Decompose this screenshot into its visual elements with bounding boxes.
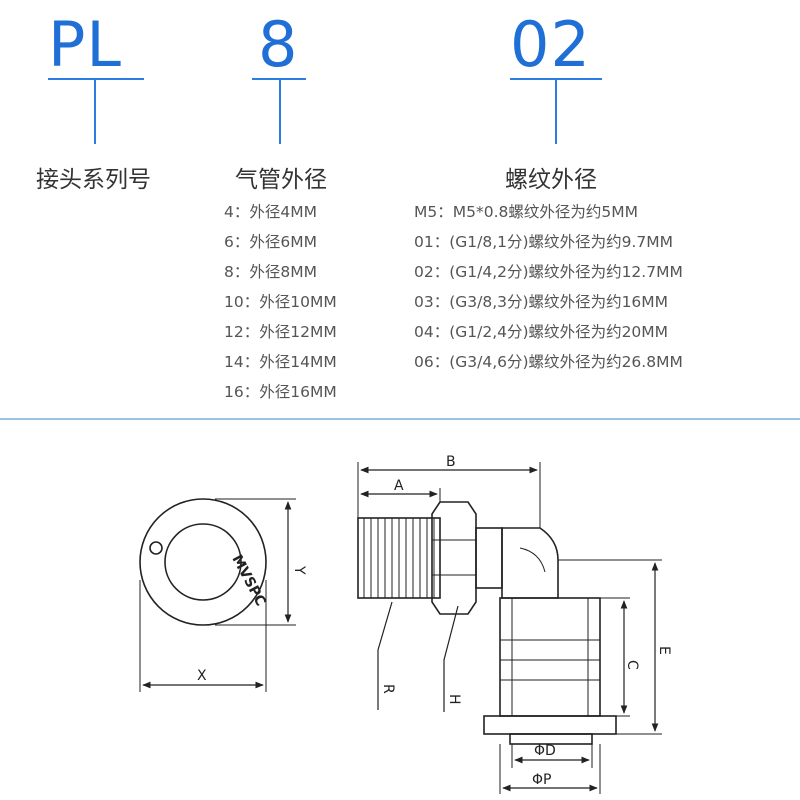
thread-size-item: 04：(G1/2,4分)螺纹外径为约20MM <box>414 323 669 341</box>
series-connector <box>94 80 96 144</box>
thread-size-list: M5：M5*0.8螺纹外径为约5MM 01：(G1/8,1分)螺纹外径为约9.7… <box>414 197 683 377</box>
neck <box>475 527 503 589</box>
tube-underline <box>252 78 306 80</box>
dim-y-label: Y <box>291 565 307 575</box>
dim-r-label: R <box>380 684 396 694</box>
dim-x-label: X <box>197 668 207 684</box>
hex-nut <box>431 501 477 615</box>
thread-size-item: 06：(G3/4,6分)螺纹外径为约26.8MM <box>414 353 683 371</box>
dim-a-label: A <box>394 478 404 494</box>
dim-d-label: ΦD <box>534 743 556 759</box>
side-view <box>357 462 662 794</box>
thread-lines <box>363 518 435 598</box>
thread-connector <box>555 80 557 144</box>
r-leader <box>377 601 393 710</box>
tube-stub <box>509 733 593 745</box>
thread-size-item: 02：(G1/4,2分)螺纹外径为约12.7MM <box>414 263 683 281</box>
tube-size-item: 16：外径16MM <box>224 383 337 401</box>
tube-size-item: 6：外径6MM <box>224 233 317 251</box>
front-outer-circle <box>139 498 267 626</box>
tube-size-item: 4：外径4MM <box>224 203 317 221</box>
thread-size-item: M5：M5*0.8螺纹外径为约5MM <box>414 203 638 221</box>
tube-code: 8 <box>258 8 299 81</box>
series-code: PL <box>48 8 122 81</box>
collet-sleeve <box>499 597 601 717</box>
thread-underline <box>510 78 602 80</box>
front-hole <box>149 541 163 555</box>
release-ring <box>483 715 617 735</box>
series-underline <box>48 78 144 80</box>
tube-size-list: 4：外径4MM 6：外径6MM 8：外径8MM 10：外径10MM 12：外径1… <box>224 197 337 407</box>
dim-h-label: H <box>446 694 462 705</box>
thread-code: 02 <box>510 8 591 81</box>
dim-b-label: B <box>446 454 456 470</box>
tube-size-item: 14：外径14MM <box>224 353 337 371</box>
dim-e-label: E <box>656 646 672 655</box>
dim-c-label: C <box>624 660 640 670</box>
section-separator <box>0 418 800 420</box>
thread-size-item: 03：(G3/8,3分)螺纹外径为约16MM <box>414 293 669 311</box>
h-leader <box>443 605 459 712</box>
dim-p-label: ΦP <box>532 772 551 788</box>
front-bore-circle <box>164 523 242 601</box>
tube-caption: 气管外径 <box>235 167 327 193</box>
tube-size-item: 8：外径8MM <box>224 263 317 281</box>
tube-connector <box>279 80 281 144</box>
tube-size-item: 12：外径12MM <box>224 323 337 341</box>
series-caption: 接头系列号 <box>36 167 151 193</box>
elbow-body <box>501 527 559 599</box>
front-view <box>139 498 296 692</box>
thread-size-item: 01：(G1/8,1分)螺纹外径为约9.7MM <box>414 233 673 251</box>
tube-size-item: 10：外径10MM <box>224 293 337 311</box>
thread-caption: 螺纹外径 <box>505 167 597 193</box>
